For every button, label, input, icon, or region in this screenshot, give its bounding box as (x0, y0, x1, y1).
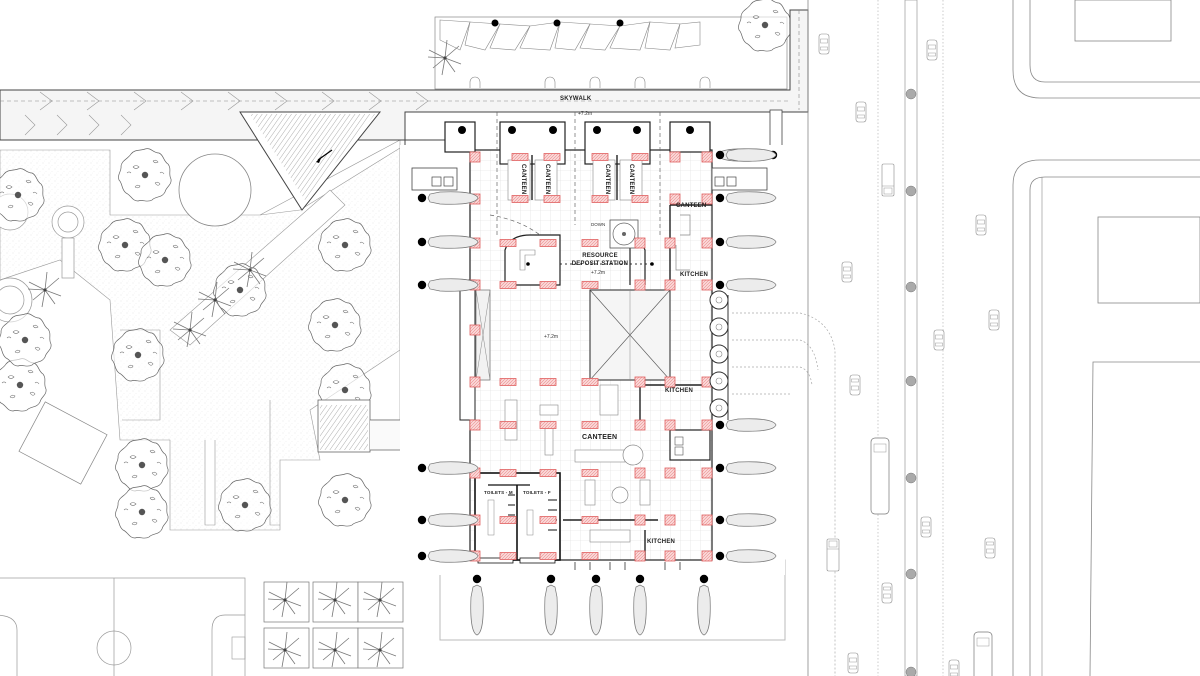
building-floor (411, 112, 768, 570)
label-canteen-main: CANTEEN (582, 434, 618, 441)
label-kitchen-north: KITCHEN (680, 272, 709, 278)
top-planting-strip (427, 0, 792, 90)
label-resource-station-1: RESOURCE (582, 253, 618, 259)
label-resource-station-level: +7.2m (591, 270, 606, 276)
label-resource-station-2: DEPOSIT STATION (571, 261, 629, 267)
label-canteen-east: CANTEEN (676, 203, 707, 209)
label-canteen-north-2b: CANTEEN (628, 164, 634, 195)
east-bollard-sculptures (709, 290, 836, 676)
label-canteen-north-1a: CANTEEN (520, 164, 526, 195)
label-toilets-m: TOILETS - M (484, 490, 513, 495)
label-skywalk-level: +7.2m (578, 111, 593, 117)
label-skywalk: SKYWALK (560, 96, 592, 102)
label-kitchen-mid: KITCHEN (665, 388, 694, 394)
park-area (0, 139, 473, 676)
road-network (807, 0, 1200, 676)
label-canteen-north-1b: CANTEEN (544, 164, 550, 195)
label-canteen-north-2a: CANTEEN (604, 164, 610, 195)
label-stair-down: DOWN (591, 222, 606, 227)
label-toilets-f: TOILETS - F (523, 490, 551, 495)
label-kitchen-south: KITCHEN (647, 539, 676, 545)
label-atrium-level: +7.2m (544, 334, 559, 340)
planter-grid (263, 581, 404, 669)
